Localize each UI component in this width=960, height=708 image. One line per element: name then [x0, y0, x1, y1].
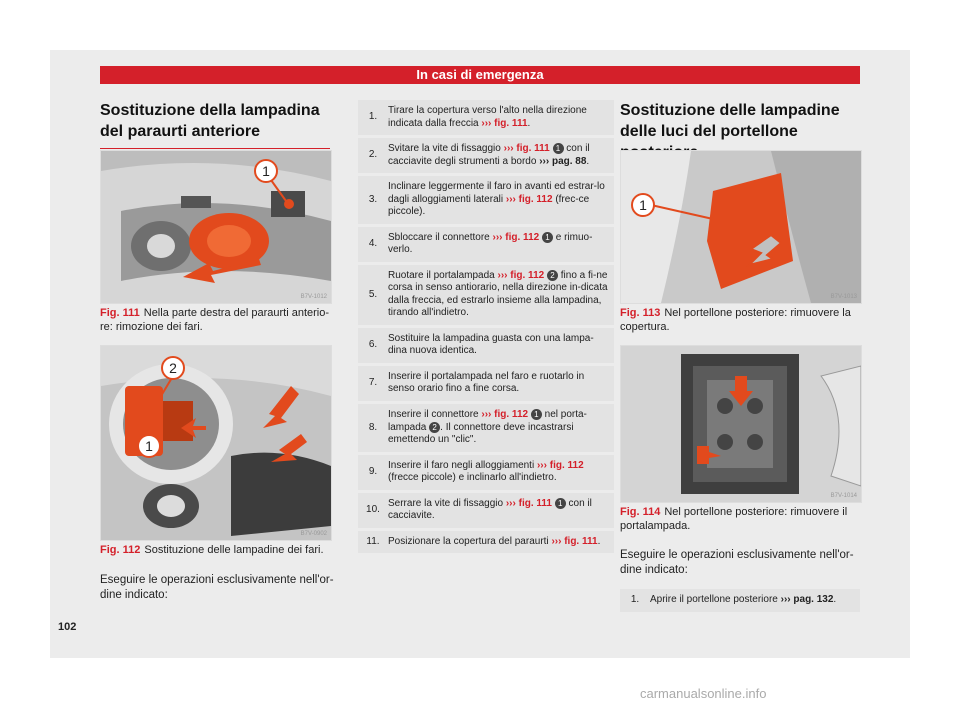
- callout-1: 1: [639, 197, 647, 213]
- step-text: Aprire il portellone posteriore ››› pag.…: [650, 594, 837, 605]
- step-text: Posizionare la copertura del paraurti ››…: [388, 535, 601, 547]
- step-number: 9.: [368, 465, 378, 477]
- step-number: 10.: [366, 504, 380, 516]
- figure-reference-link[interactable]: ››› fig. 112: [497, 269, 545, 281]
- step-number: 11.: [366, 535, 380, 547]
- figure-113: 1 B7V-1013: [620, 150, 862, 304]
- figure-number: Fig. 112: [100, 544, 141, 556]
- section-title-front-bumper: Sostituzione della lampadina del paraurt…: [100, 102, 320, 140]
- page-reference-link[interactable]: ››› pag. 88: [539, 155, 587, 167]
- callout-number-badge: 2: [429, 421, 441, 433]
- figure-code: B7V-1013: [830, 294, 857, 300]
- headlight-bulb-illustration: 2 1: [101, 346, 331, 540]
- step-number: 1.: [630, 594, 640, 605]
- step-item: 1. Tirare la copertura verso l'alto nella…: [358, 100, 614, 135]
- step-item: 7. Inserire il portalampada nel faro e ru…: [358, 365, 614, 401]
- step-item: 5. Ruotare il portalampada ››› fig. 112 2…: [358, 264, 614, 325]
- callout-number-badge: 1: [541, 231, 553, 243]
- figure-reference-link[interactable]: ››› fig. 112: [505, 193, 553, 205]
- step-item: 8.Inserire il connettore ››› fig. 112 1 …: [358, 403, 614, 452]
- step-number: 8.: [368, 421, 378, 433]
- watermark: carmanualsonline.info: [640, 686, 767, 701]
- figure-code: B7V-1014: [830, 493, 857, 499]
- intro-text: Eseguire le operazioni esclusivamente ne…: [100, 574, 334, 601]
- step-number: 2.: [368, 149, 378, 161]
- step-text: Inserire il connettore ››› fig. 112 1 ne…: [388, 408, 587, 446]
- step-number: 1.: [368, 111, 378, 123]
- step-item: 2. Svitare la vite di fissaggio ››› fig. …: [358, 138, 614, 174]
- section-title-tailgate: Sostituzione delle lampadine delle luci …: [620, 102, 840, 161]
- callout-number-badge: 2: [546, 269, 558, 281]
- intro-text-right: Eseguire le operazioni esclusivamente ne…: [620, 549, 854, 576]
- bumper-light-illustration: 1: [101, 151, 331, 303]
- step-text: Inserire il faro negli alloggiamenti ›››…: [388, 459, 584, 484]
- tailgate-cover-illustration: 1: [621, 151, 861, 303]
- step-item: 11. Posizionare la copertura del paraurti…: [358, 530, 614, 554]
- figure-reference-link[interactable]: ››› fig. 111: [503, 143, 550, 155]
- step-number: 3.: [368, 193, 378, 205]
- callout-number-badge: 1: [530, 408, 542, 420]
- step-text: Sbloccare il connettore ››› fig. 112 1 e…: [388, 231, 593, 256]
- callout-number-badge: 1: [552, 143, 564, 154]
- step-number: 6.: [368, 339, 378, 351]
- figure-reference-link[interactable]: ››› fig. 112: [481, 409, 529, 421]
- page-number: 102: [58, 621, 77, 633]
- figure-code: B7V-0902: [300, 531, 327, 537]
- step-text: Ruotare il portalampada ››› fig. 112 2 f…: [388, 269, 608, 319]
- step-item: 3. Inclinare leggermente il faro in avant…: [358, 176, 614, 224]
- figure-114: B7V-1014: [620, 345, 862, 503]
- step-text: Inclinare leggermente il faro in avanti …: [388, 181, 605, 218]
- figure-reference-link[interactable]: ››› fig. 112: [536, 459, 584, 471]
- step-text: Sostituire la lampadina guasta con una l…: [388, 332, 594, 357]
- figure-number: Fig. 111: [100, 307, 140, 319]
- step-item: 6. Sostituire la lampadina guasta con una…: [358, 327, 614, 363]
- tailgate-lampholder-illustration: [621, 346, 861, 502]
- step-item: 9. Inserire il faro negli alloggiamenti ›…: [358, 454, 614, 490]
- step-text: Svitare la vite di fissaggio ››› fig. 11…: [388, 143, 590, 167]
- callout-1: 1: [262, 163, 270, 179]
- page-reference-link[interactable]: ››› pag. 132: [780, 594, 834, 605]
- figure-reference-link[interactable]: ››› fig. 111: [505, 497, 552, 509]
- section-header: In casi di emergenza: [100, 66, 860, 84]
- figure-111: 1 B7V-1012: [100, 150, 332, 304]
- figure-reference-link[interactable]: ››› fig. 111: [551, 535, 598, 547]
- figure-reference-link[interactable]: ››› fig. 112: [492, 231, 540, 243]
- step-item: 1. Aprire il portellone posteriore ››› p…: [620, 589, 860, 612]
- steps-list: 1. Tirare la copertura verso l'alto nella…: [358, 100, 614, 556]
- step-item: 4. Sbloccare il connettore ››› fig. 112 1…: [358, 226, 614, 262]
- figure-code: B7V-1012: [300, 294, 327, 300]
- step-text: Inserire il portalampada nel faro e ruot…: [388, 370, 585, 395]
- callout-2: 2: [169, 360, 177, 376]
- step-text: Serrare la vite di fissaggio ››› fig. 11…: [388, 497, 592, 522]
- column-right: Sostituzione delle lampadine delle luci …: [620, 100, 850, 170]
- figure-number: Fig. 114: [620, 506, 661, 518]
- step-number: 7.: [368, 377, 378, 389]
- figure-reference-link[interactable]: ››› fig. 111: [481, 117, 528, 129]
- step-text: Tirare la copertura verso l'alto nella d…: [388, 105, 587, 129]
- step-item: 10. Serrare la vite di fissaggio ››› fig.…: [358, 492, 614, 528]
- step-number: 5.: [368, 288, 378, 300]
- column-left: Sostituzione della lampadina del paraurt…: [100, 100, 330, 149]
- step-number: 4.: [368, 237, 378, 249]
- figure-number: Fig. 113: [620, 307, 661, 319]
- callout-number-badge: 1: [554, 497, 566, 509]
- title-rule: [100, 148, 330, 149]
- figure-112: 2 1 B7V-0902: [100, 345, 332, 541]
- callout-1: 1: [145, 438, 153, 454]
